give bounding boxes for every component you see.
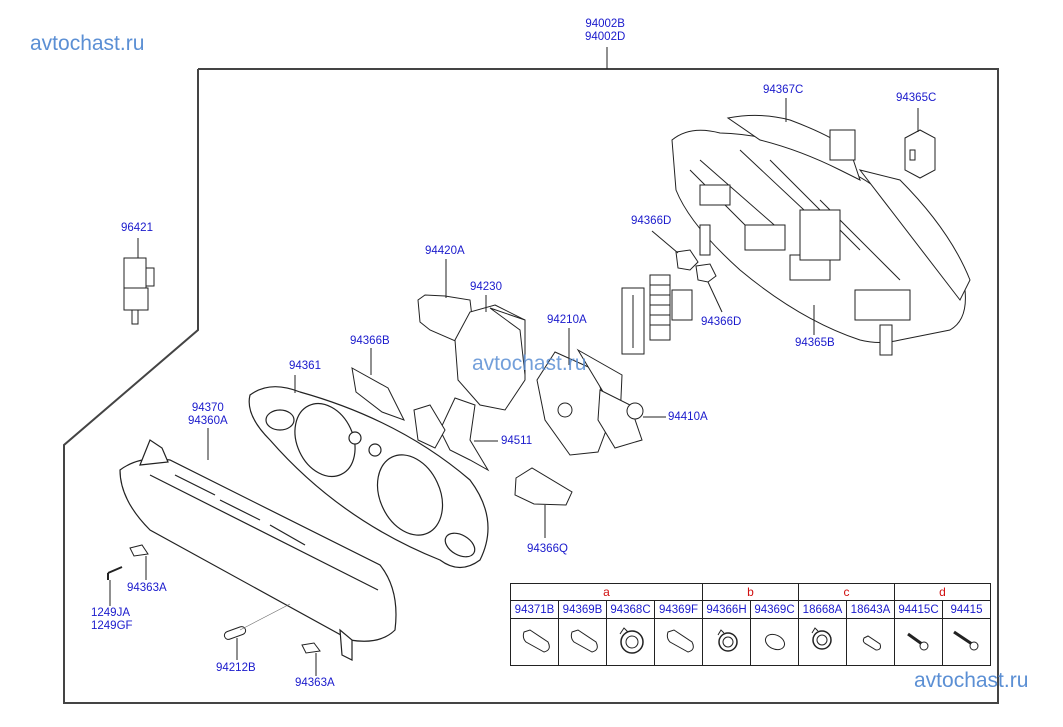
group-c-header: c xyxy=(798,583,895,601)
cluster-housing xyxy=(671,114,971,356)
callout-94370: 94370 xyxy=(191,402,224,414)
callout-94002B: 94002B xyxy=(585,18,625,30)
callout-94365C: 94365C xyxy=(896,92,937,104)
callout-94002D: 94002D xyxy=(585,31,626,43)
callout-94420A: 94420A xyxy=(425,245,465,257)
part-number-cell: 18643A xyxy=(846,600,895,619)
part-94365C xyxy=(904,129,936,179)
callout-94210A: 94210A xyxy=(547,314,587,326)
bulb-socket-icon xyxy=(717,628,738,652)
screw-icon xyxy=(906,632,928,650)
bulb-socket-icon xyxy=(619,626,644,654)
part-number-cell: 94369B xyxy=(558,600,607,619)
callout-94366D-b: 94366D xyxy=(701,316,742,328)
callout-94410A: 94410A xyxy=(668,411,708,423)
wedge-bulb-icon xyxy=(570,628,598,653)
part-96421-sensor xyxy=(123,257,155,325)
watermark-bottom-right: avtochast.ru xyxy=(914,669,1029,692)
leader-94366D-a xyxy=(651,230,679,254)
part-number-cell: 94415 xyxy=(942,600,991,619)
group-b-header: b xyxy=(702,583,799,601)
part-number-cell: 94371B xyxy=(510,600,559,619)
part-number-cell: 94369F xyxy=(654,600,703,619)
callout-94212B: 94212B xyxy=(216,662,256,674)
part-1249JA-screw xyxy=(107,566,123,580)
callout-94366D-a: 94366D xyxy=(631,215,672,227)
screw-icon xyxy=(952,630,978,650)
callout-94370-group: 94370 94360A xyxy=(188,402,228,428)
part-number-cell: 94368C xyxy=(606,600,655,619)
callout-1249GF: 1249GF xyxy=(91,620,133,632)
callout-assembly: 94002B 94002D xyxy=(585,18,625,44)
part-94366D-a xyxy=(675,249,699,271)
wedge-bulb-icon xyxy=(862,634,881,651)
callout-94365B: 94365B xyxy=(795,337,835,349)
callout-94360A: 94360A xyxy=(188,415,228,427)
watermark-center: avtochast.ru xyxy=(472,352,587,375)
part-number-cell: 94366H xyxy=(702,600,751,619)
callout-94230: 94230 xyxy=(470,281,502,293)
group-d-header: d xyxy=(894,583,991,601)
bulb-reference-table: a b c d 94371B 94369B 94368C 94369F 9436… xyxy=(510,583,991,666)
part-94363A-b xyxy=(301,642,321,654)
part-94363A-a xyxy=(129,544,149,557)
callout-96421: 96421 xyxy=(121,222,153,234)
part-94511 xyxy=(439,397,490,472)
part-number-cell: 94369C xyxy=(750,600,799,619)
leader-94366D-b xyxy=(707,281,723,313)
wedge-bulb-icon xyxy=(666,628,694,653)
assembly-frame xyxy=(63,68,999,704)
callout-94367C: 94367C xyxy=(763,84,804,96)
callout-94361: 94361 xyxy=(289,360,321,372)
part-94410A xyxy=(597,389,643,449)
part-94212B xyxy=(223,626,247,640)
part-number-cell: 94415C xyxy=(894,600,943,619)
callout-94366Q: 94366Q xyxy=(527,543,568,555)
watermark-top-left: avtochast.ru xyxy=(30,32,145,55)
callout-1249-group: 1249JA 1249GF xyxy=(91,607,133,633)
terminal-block xyxy=(621,274,693,355)
part-94366B xyxy=(351,367,406,421)
part-94360A-lens xyxy=(119,439,397,661)
wedge-bulb-icon xyxy=(522,628,550,653)
capsule-bulb-icon xyxy=(764,633,785,650)
callout-1249JA: 1249JA xyxy=(91,607,131,619)
part-94366Q xyxy=(514,467,573,506)
callout-94511: 94511 xyxy=(501,435,533,447)
callout-94363A-a: 94363A xyxy=(127,582,167,594)
part-94366D-b xyxy=(695,263,717,283)
callout-94366B: 94366B xyxy=(350,335,390,347)
bulb-socket-icon xyxy=(811,626,832,650)
group-a-header: a xyxy=(510,583,703,601)
part-number-cell: 18668A xyxy=(798,600,847,619)
part-94361-dial-mask xyxy=(248,386,489,569)
callout-94363A-b: 94363A xyxy=(295,677,335,689)
